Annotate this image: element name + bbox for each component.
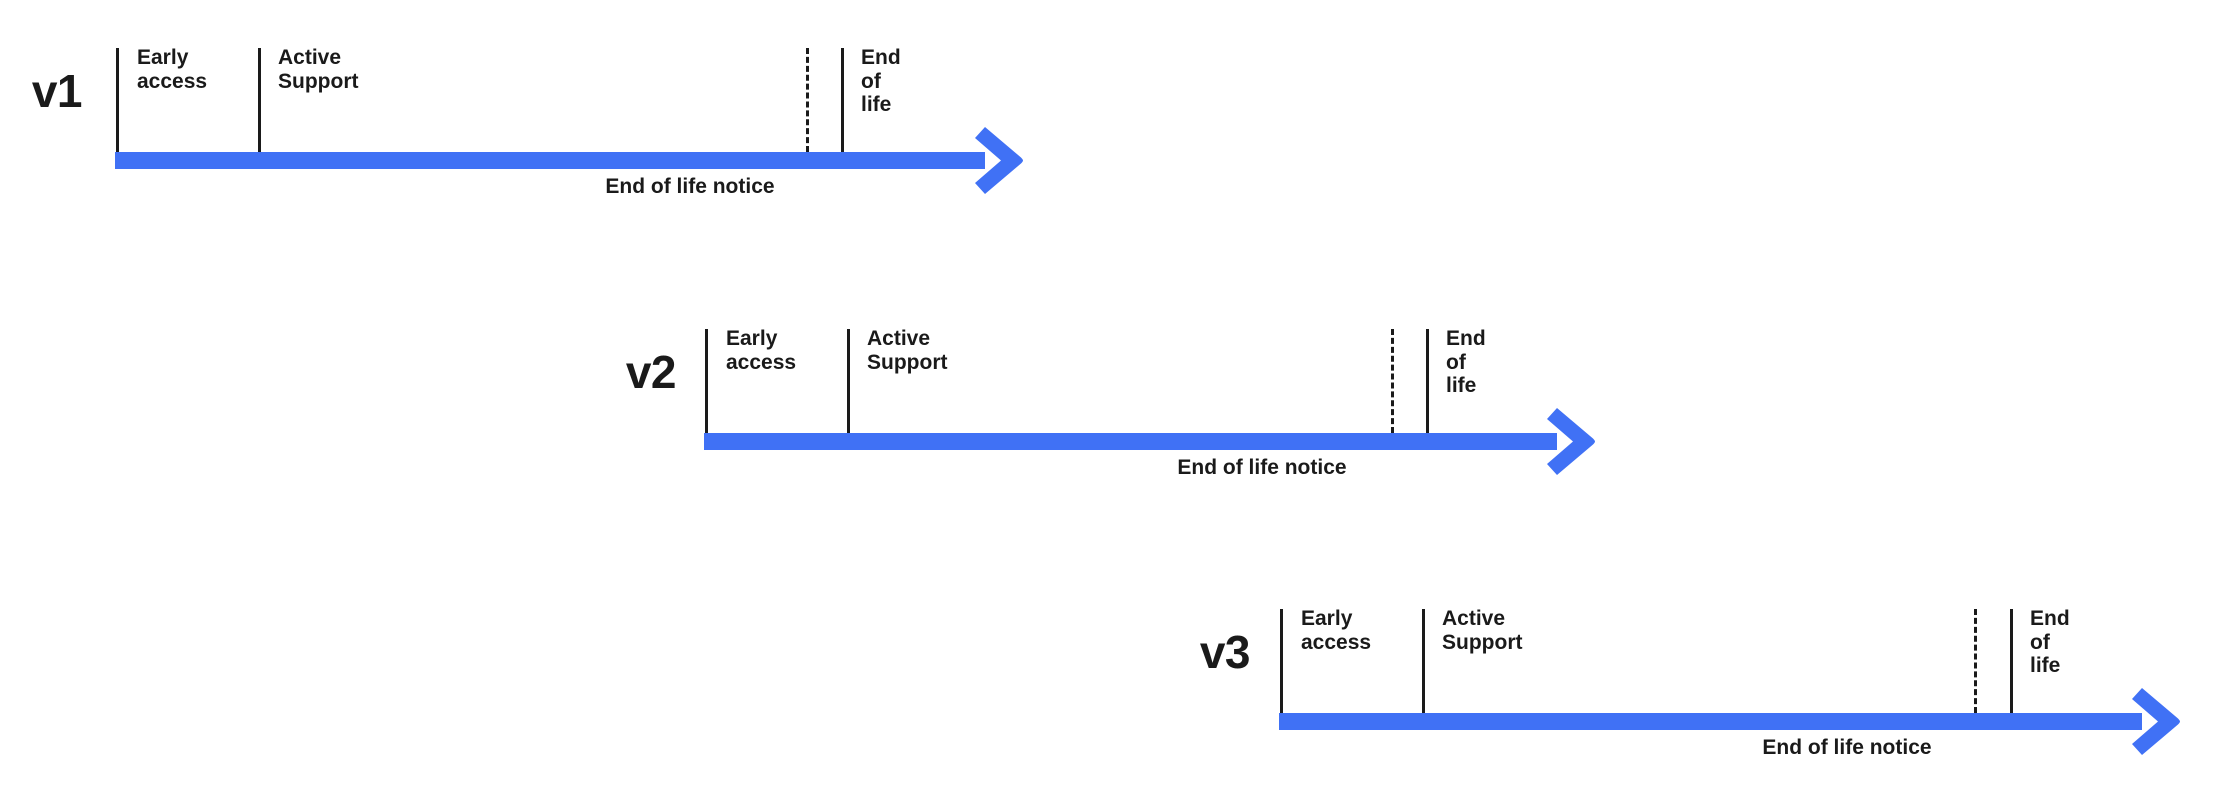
phase-divider-end-of-life-start-v1 <box>841 48 844 152</box>
phase-label-early-access-v2: Early access <box>726 327 797 374</box>
phase-label-end-of-life-v2: End of life <box>1446 327 1486 398</box>
arrow-head-icon-v1 <box>975 127 1023 194</box>
phase-divider-active-support-start-v3 <box>1422 609 1425 713</box>
eol-notice-marker-v1 <box>806 48 809 152</box>
eol-notice-marker-v2 <box>1391 329 1394 433</box>
eol-notice-label-v1: End of life notice <box>605 175 775 198</box>
phase-label-early-access-v1: Early access <box>137 46 208 93</box>
phase-divider-active-support-start-v1 <box>258 48 261 152</box>
phase-label-active-support-v3: Active Support <box>1442 607 1523 654</box>
arrow-head-icon-v2 <box>1547 408 1595 475</box>
lifecycle-bar-v3 <box>1279 713 2142 730</box>
phase-label-active-support-v2: Active Support <box>867 327 948 374</box>
phase-divider-early-access-start-v3 <box>1280 609 1283 713</box>
lifecycle-bar-v1 <box>115 152 985 169</box>
phase-label-early-access-v3: Early access <box>1301 607 1372 654</box>
phase-label-end-of-life-v1: End of life <box>861 46 901 117</box>
phase-label-end-of-life-v3: End of life <box>2030 607 2070 678</box>
phase-divider-end-of-life-start-v2 <box>1426 329 1429 433</box>
version-label-v1: v1 <box>31 65 83 117</box>
lifecycle-bar-v2 <box>704 433 1557 450</box>
phase-label-active-support-v1: Active Support <box>278 46 359 93</box>
eol-notice-label-v3: End of life notice <box>1762 736 1932 759</box>
arrow-head-icon-v3 <box>2132 688 2180 755</box>
phase-divider-early-access-start-v2 <box>705 329 708 433</box>
version-label-v3: v3 <box>1199 626 1251 678</box>
phase-divider-active-support-start-v2 <box>847 329 850 433</box>
eol-notice-label-v2: End of life notice <box>1177 456 1347 479</box>
phase-divider-end-of-life-start-v3 <box>2010 609 2013 713</box>
phase-divider-early-access-start-v1 <box>116 48 119 152</box>
eol-notice-marker-v3 <box>1974 609 1977 713</box>
version-label-v2: v2 <box>625 346 677 398</box>
